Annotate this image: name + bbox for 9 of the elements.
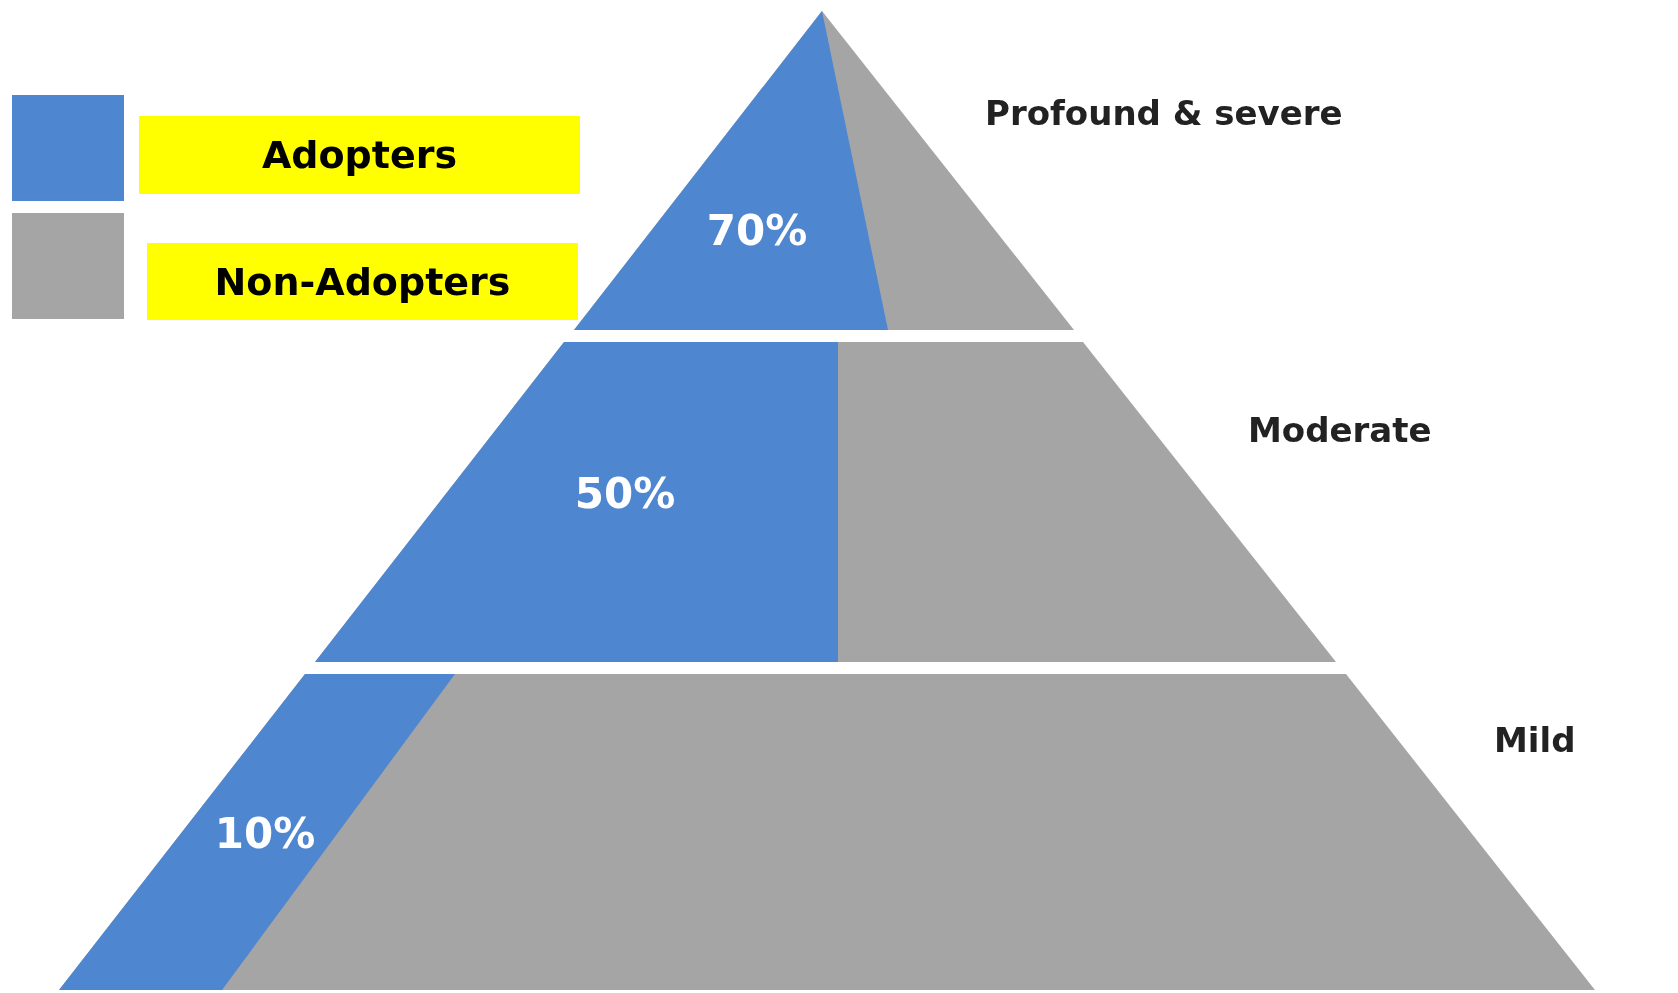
tier-label: Profound & severe [985,93,1343,133]
tier-label: Moderate [1248,410,1432,450]
pyramid-tier [59,674,1595,990]
percentage-label: 10% [214,808,316,858]
legend-label: Adopters [139,116,580,194]
tier-label: Mild [1494,720,1576,760]
legend-label: Non-Adopters [147,243,578,320]
percentage-label: 70% [706,205,808,255]
percentage-label: 50% [574,468,676,518]
